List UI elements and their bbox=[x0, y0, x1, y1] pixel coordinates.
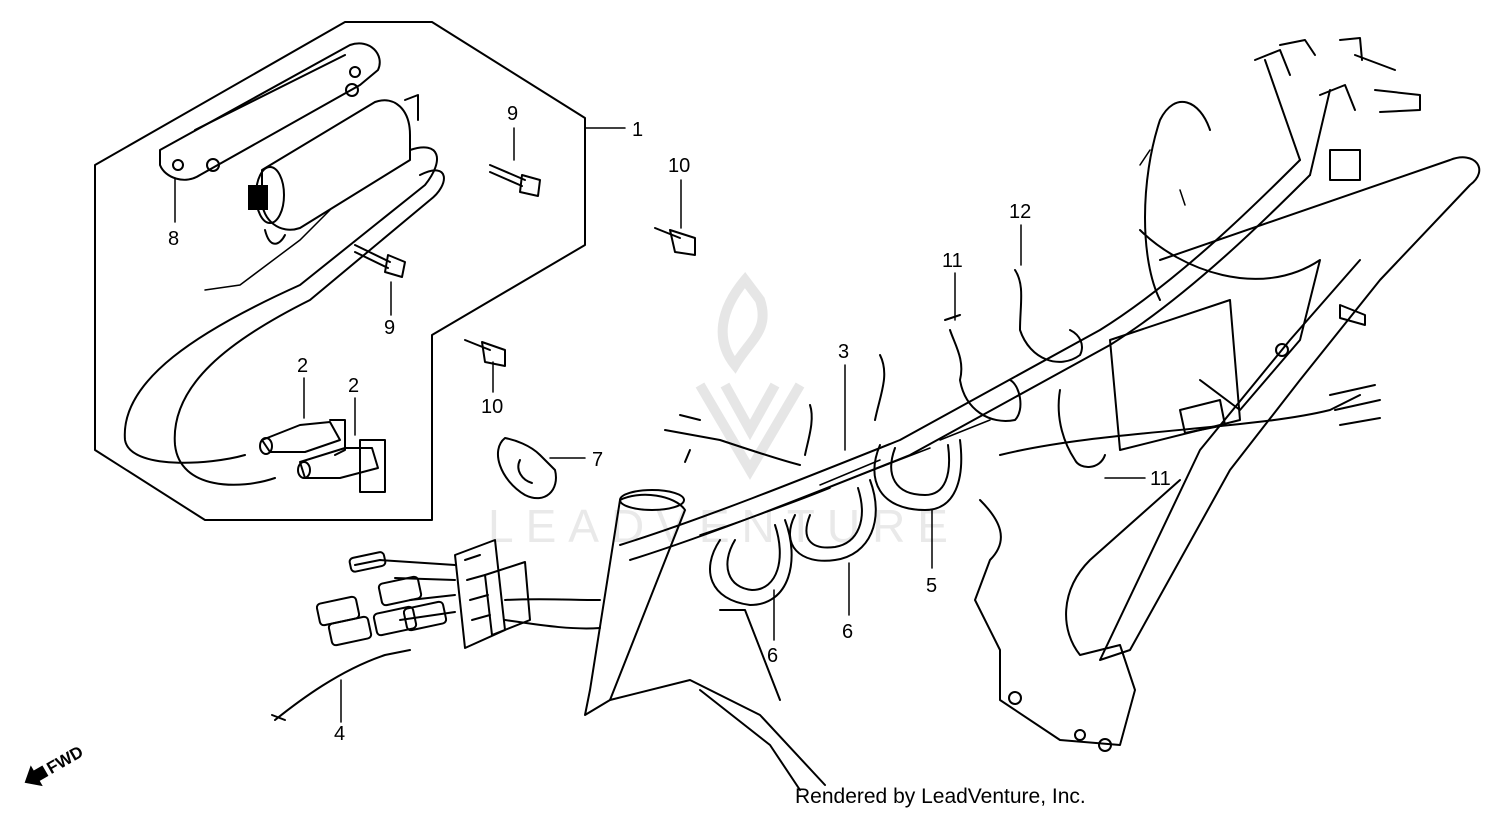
callout-6-lower: 6 bbox=[767, 645, 778, 667]
fwd-label: FWD bbox=[44, 742, 87, 778]
harness-clip-12 bbox=[1014, 269, 1083, 363]
frame bbox=[584, 156, 1481, 791]
callout-10-lower: 10 bbox=[481, 396, 503, 418]
harness-clip-11-upper bbox=[944, 314, 1022, 422]
flange-bolt-upper bbox=[654, 227, 696, 256]
callout-11-upper: 11 bbox=[942, 250, 963, 272]
bullet-connectors bbox=[315, 551, 601, 647]
harness-band-5 bbox=[873, 439, 963, 511]
ignition-coil bbox=[204, 94, 419, 291]
wire-clamp bbox=[496, 437, 557, 500]
leader-lines bbox=[174, 127, 1146, 723]
callout-4: 4 bbox=[334, 723, 345, 745]
arrow-icon bbox=[24, 765, 49, 787]
callout-1: 1 bbox=[632, 119, 643, 141]
ignition-coil-group-outline bbox=[94, 21, 586, 521]
callout-9-upper: 9 bbox=[507, 103, 518, 125]
callout-2-right: 2 bbox=[348, 375, 359, 397]
coil-bracket bbox=[159, 42, 381, 181]
spark-plug-cap-left bbox=[259, 419, 346, 456]
connector-block bbox=[454, 539, 531, 649]
callout-5: 5 bbox=[926, 575, 937, 597]
callout-8: 8 bbox=[168, 228, 179, 250]
bolt-lower bbox=[354, 244, 406, 278]
short-wire bbox=[271, 649, 411, 721]
callout-12: 12 bbox=[1009, 201, 1031, 223]
callout-6-upper: 6 bbox=[842, 621, 853, 643]
flange-bolt-lower bbox=[464, 339, 506, 367]
callout-11-lower: 11 bbox=[1150, 468, 1171, 490]
forward-direction-arrow: FWD bbox=[24, 742, 87, 787]
harness-clip-11-lower bbox=[1057, 389, 1106, 468]
callout-9-lower: 9 bbox=[384, 317, 395, 339]
watermark-text: LEADVENTURE bbox=[488, 500, 960, 552]
high-tension-leads bbox=[123, 146, 445, 486]
watermark-logo bbox=[695, 271, 805, 480]
callout-3: 3 bbox=[838, 341, 849, 363]
wire-harness bbox=[619, 37, 1421, 561]
harness-clip-3 bbox=[804, 354, 886, 456]
spark-plug-cap-right bbox=[297, 439, 386, 493]
harness-band-6-lower bbox=[709, 519, 793, 606]
render-credit: Rendered by LeadVenture, Inc. bbox=[795, 785, 1086, 808]
callout-2-left: 2 bbox=[297, 355, 308, 377]
callout-10-upper: 10 bbox=[668, 155, 690, 177]
callout-7: 7 bbox=[592, 449, 603, 471]
bolt-upper bbox=[489, 164, 541, 197]
